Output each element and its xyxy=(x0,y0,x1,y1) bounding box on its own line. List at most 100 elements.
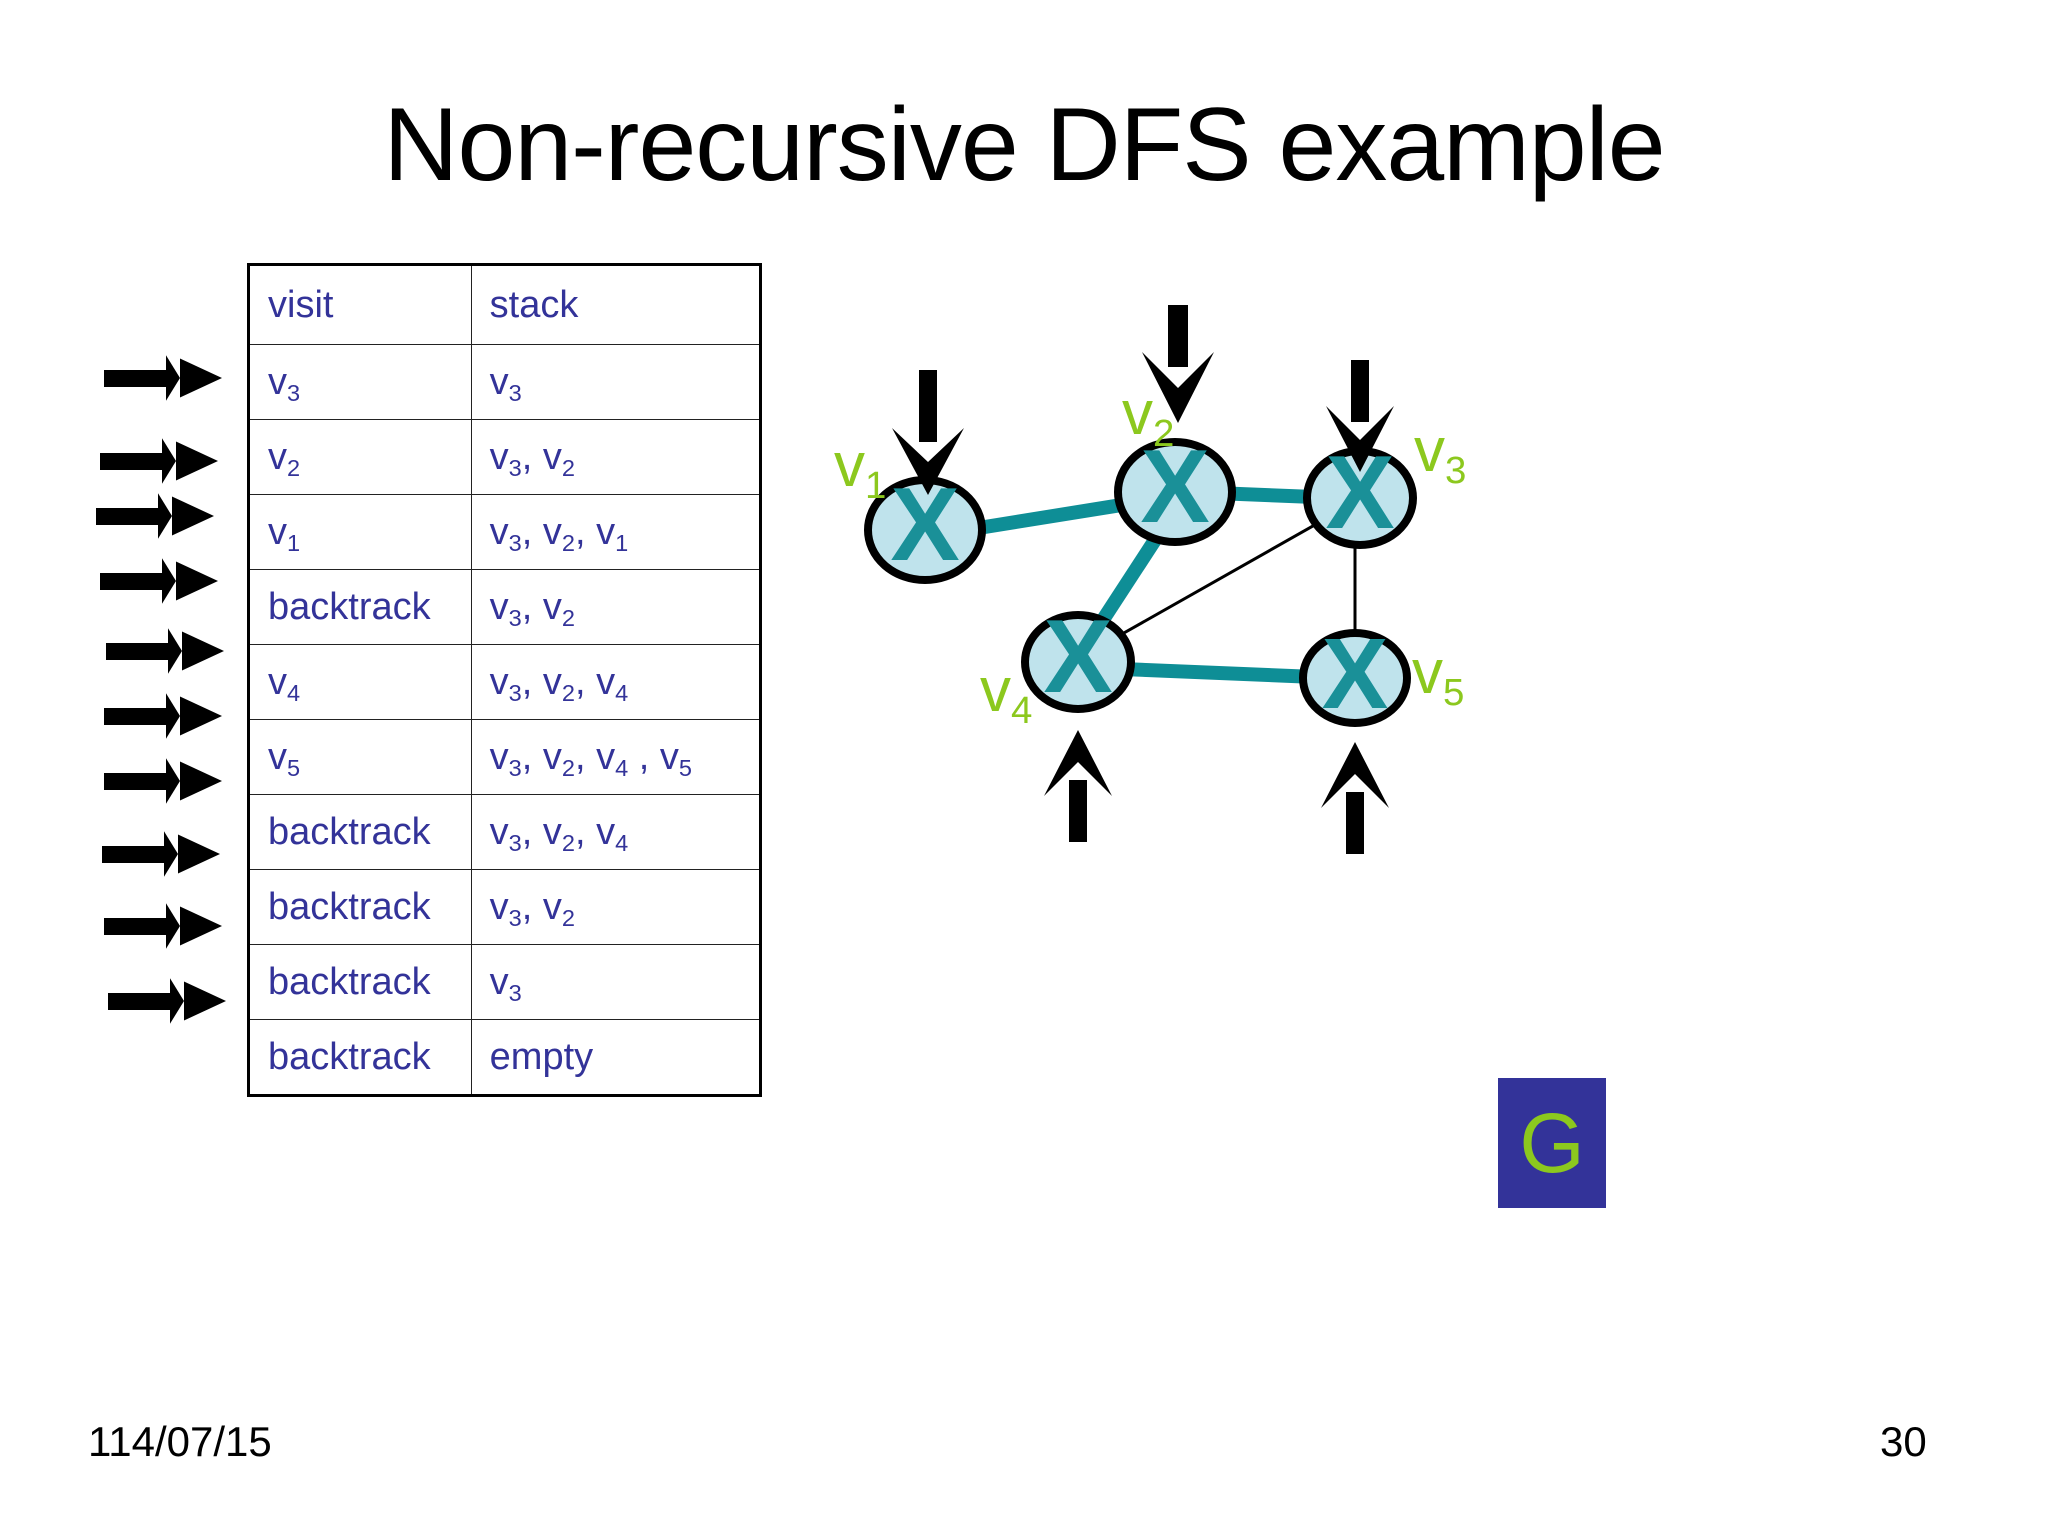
arrow-shaft xyxy=(104,773,180,790)
pointer-arrow-v3-down xyxy=(1326,360,1394,472)
graph-node-label-v4: v4 xyxy=(980,660,1032,730)
arrow-shaft xyxy=(102,846,178,863)
node-circle-v2 xyxy=(1114,438,1236,546)
node-label-sub: 5 xyxy=(1443,670,1465,714)
cell-visit: backtrack xyxy=(248,869,472,945)
arrow-shaft xyxy=(104,708,180,725)
cell-stack: empty xyxy=(470,1019,762,1096)
graph-svg: X X X X X xyxy=(864,305,1417,854)
row-pointer-arrow xyxy=(96,490,226,542)
cell-visit: v1 xyxy=(248,494,472,570)
node-label-base: v xyxy=(1412,638,1443,707)
pointer-arrow-v5-up xyxy=(1321,742,1389,854)
row-pointer-arrow xyxy=(100,435,230,487)
graph-node-v2[interactable]: X xyxy=(1114,429,1236,546)
cell-visit: backtrack xyxy=(248,794,472,870)
node-circle-v4 xyxy=(1021,611,1135,713)
cell-stack: v3 xyxy=(470,944,762,1020)
arrow-shaft xyxy=(96,508,172,525)
cell-stack: v3, v2 xyxy=(470,569,762,645)
row-pointer-arrow xyxy=(104,690,234,742)
node-label-base: v xyxy=(834,431,865,500)
page-title: Non-recursive DFS example xyxy=(383,87,1665,203)
node-label-sub: 4 xyxy=(1011,688,1033,732)
arrow-shaft xyxy=(104,370,180,387)
cell-stack: v3, v2, v4 , v5 xyxy=(470,719,762,795)
graph-name-badge: G xyxy=(1498,1078,1606,1208)
arrow-notch xyxy=(164,755,180,807)
node-circle-v5 xyxy=(1299,629,1411,727)
arrow-shaft xyxy=(104,918,180,935)
row-pointer-arrow-column xyxy=(96,330,260,1130)
node-label-base: v xyxy=(1414,416,1445,485)
column-header-stack: stack xyxy=(470,264,762,345)
node-label-sub: 1 xyxy=(865,463,887,507)
arrow-notch xyxy=(164,690,180,742)
row-pointer-arrow xyxy=(104,755,234,807)
cell-visit: v2 xyxy=(248,419,472,495)
column-header-visit: visit xyxy=(248,264,472,345)
node-label-base: v xyxy=(1122,379,1153,448)
node-label-sub: 3 xyxy=(1445,448,1467,492)
row-pointer-arrow xyxy=(100,555,230,607)
edge-v3-v4 xyxy=(1084,503,1351,657)
graph-node-label-v1: v1 xyxy=(834,435,886,505)
cell-visit: backtrack xyxy=(248,1019,472,1096)
graph-node-label-v2: v2 xyxy=(1122,383,1174,453)
pointer-arrow-v1-down xyxy=(892,370,964,495)
visited-cross-icon: X xyxy=(1322,618,1389,730)
cell-visit: backtrack xyxy=(248,569,472,645)
cell-stack: v3, v2 xyxy=(470,869,762,945)
node-label-base: v xyxy=(980,656,1011,725)
arrow-notch xyxy=(156,490,172,542)
cell-stack: v3, v2 xyxy=(470,419,762,495)
graph-node-v4[interactable]: X xyxy=(1021,599,1135,715)
row-pointer-arrow xyxy=(104,900,234,952)
arrow-shaft xyxy=(100,573,176,590)
graph-diagram: X X X X X xyxy=(820,280,2030,1240)
graph-node-label-v5: v5 xyxy=(1412,642,1464,712)
footer-date: 114/07/15 xyxy=(88,1418,272,1465)
footer-page-number: 30 xyxy=(1880,1418,1927,1465)
arrow-notch xyxy=(164,900,180,952)
cell-stack: v3, v2, v4 xyxy=(470,794,762,870)
table-header-row: visit stack xyxy=(248,264,762,345)
pointer-arrow-v2-down xyxy=(1142,305,1214,423)
cell-stack: v3, v2, v1 xyxy=(470,494,762,570)
cell-visit: backtrack xyxy=(248,944,472,1020)
visited-cross-icon: X xyxy=(1140,429,1209,545)
row-pointer-arrow xyxy=(108,975,238,1027)
visited-cross-icon: X xyxy=(1043,599,1112,715)
cell-visit: v5 xyxy=(248,719,472,795)
graph-node-v5[interactable]: X xyxy=(1299,618,1411,730)
arrow-shaft xyxy=(108,993,184,1010)
cell-visit: v4 xyxy=(248,644,472,720)
arrow-shaft xyxy=(106,643,182,660)
graph-node-label-v3: v3 xyxy=(1414,420,1466,490)
node-label-sub: 2 xyxy=(1153,411,1175,455)
arrow-shaft xyxy=(100,453,176,470)
arrow-notch xyxy=(166,625,182,677)
graph-name-letter: G xyxy=(1519,1096,1585,1190)
pointer-arrow-v4-up xyxy=(1044,730,1112,842)
arrow-notch xyxy=(160,435,176,487)
row-pointer-arrow xyxy=(102,828,232,880)
row-pointer-arrow xyxy=(104,352,234,404)
cell-stack: v3, v2, v4 xyxy=(470,644,762,720)
row-pointer-arrow xyxy=(106,625,236,677)
arrow-notch xyxy=(164,352,180,404)
cell-visit: v3 xyxy=(248,344,472,420)
arrow-notch xyxy=(168,975,184,1027)
cell-stack: v3 xyxy=(470,344,762,420)
arrow-notch xyxy=(160,555,176,607)
